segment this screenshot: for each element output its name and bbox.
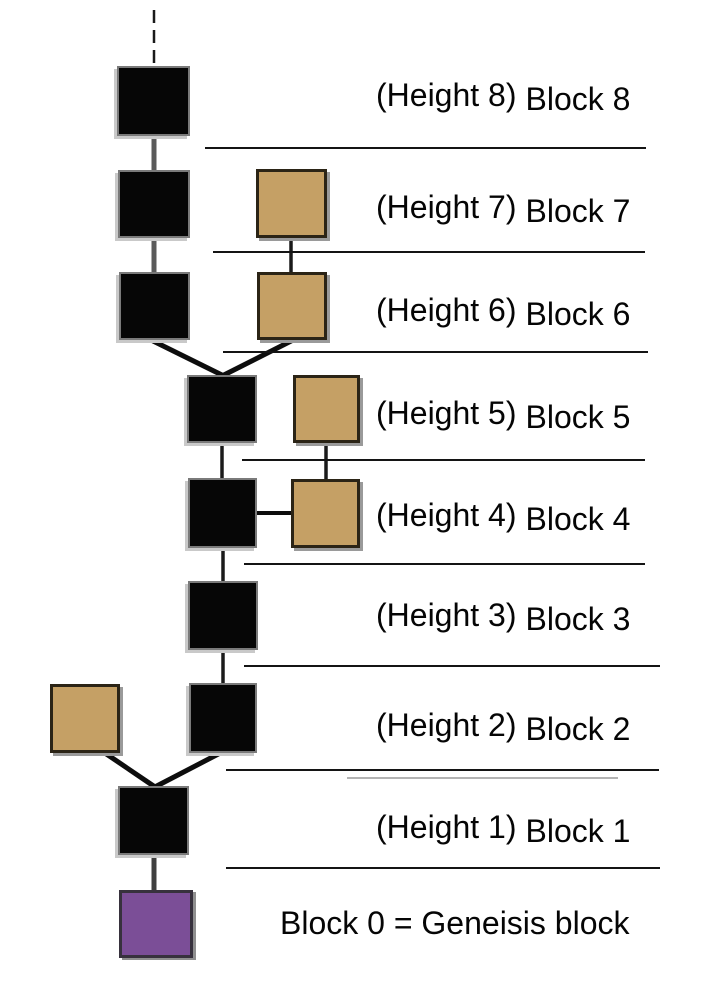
block-7-fork <box>256 169 327 238</box>
block-5-main <box>187 375 257 443</box>
block-2-main <box>189 683 257 753</box>
block-8-label: Block 8 <box>525 81 631 117</box>
block-0-genesis <box>119 890 193 958</box>
connector-block2-block1-diagonal <box>149 747 228 792</box>
connector-block6-block5-diagonal <box>143 334 232 382</box>
block-8-main <box>117 66 190 136</box>
block-2-fork <box>50 684 120 753</box>
block-5-label: Block 5 <box>525 399 631 435</box>
block-3-main <box>188 581 258 650</box>
label-row-height-5: (Height 5)Block 5 <box>376 395 630 434</box>
label-row-height-4: (Height 4)Block 4 <box>376 497 630 536</box>
height-2-label: (Height 2) <box>376 707 517 743</box>
block-4-fork <box>291 479 360 548</box>
height-6-label: (Height 6) <box>376 292 517 328</box>
label-row-height-1: (Height 1)Block 1 <box>376 809 630 848</box>
block-6-fork <box>257 272 327 340</box>
label-row-height-3: (Height 3)Block 3 <box>376 597 630 636</box>
genesis-label: Block 0 = Geneisis block <box>280 905 630 941</box>
height-1-label: (Height 1) <box>376 809 517 845</box>
block-4-main <box>188 478 257 548</box>
block-6-main <box>119 272 190 340</box>
label-row-height-7: (Height 7)Block 7 <box>376 189 630 228</box>
height-7-label: (Height 7) <box>376 189 517 225</box>
block-6-label: Block 6 <box>525 296 631 332</box>
block-1-label: Block 1 <box>525 813 631 849</box>
label-row-height-2: (Height 2)Block 2 <box>376 707 630 746</box>
block-7-main <box>118 170 190 238</box>
block-2-label: Block 2 <box>525 711 631 747</box>
label-row-height-8: (Height 8)Block 8 <box>376 77 630 116</box>
block-7-label: Block 7 <box>525 193 631 229</box>
connector-fork2-block1-diagonal <box>100 748 160 792</box>
block-1-main <box>118 786 189 855</box>
connector-fork6-block5-diagonal <box>214 334 301 382</box>
block-3-label: Block 3 <box>525 601 631 637</box>
label-row-height-6: (Height 6)Block 6 <box>376 292 630 331</box>
height-3-label: (Height 3) <box>376 597 517 633</box>
height-8-label: (Height 8) <box>376 77 517 113</box>
height-4-label: (Height 4) <box>376 497 517 533</box>
height-5-label: (Height 5) <box>376 395 517 431</box>
block-5-fork <box>293 375 360 443</box>
block-4-label: Block 4 <box>525 501 631 537</box>
